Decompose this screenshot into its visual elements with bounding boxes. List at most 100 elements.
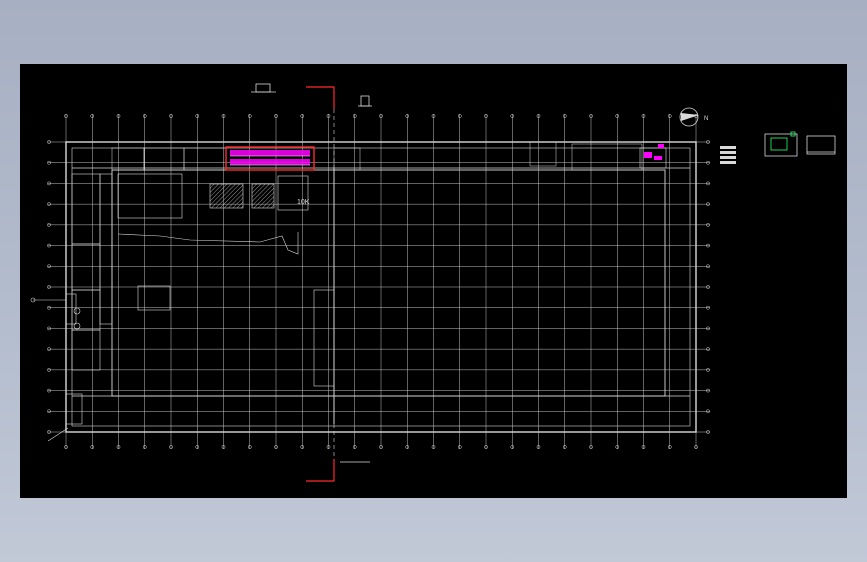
grid-bubble xyxy=(47,264,51,269)
north-room xyxy=(333,147,361,171)
office-room-large xyxy=(117,173,183,219)
grid-bubble xyxy=(64,114,68,118)
center-room xyxy=(137,285,171,311)
hatched-equipment-b xyxy=(251,183,275,209)
grid-bubble xyxy=(457,114,462,118)
grid-bubble xyxy=(457,445,462,449)
grid-bubble xyxy=(706,140,710,144)
north-room xyxy=(111,147,145,171)
grid-bubble xyxy=(116,114,121,118)
grid-bubble xyxy=(195,445,200,449)
grid-bubble xyxy=(706,160,710,165)
grid-bubble xyxy=(615,114,620,118)
grid-bubble xyxy=(536,114,541,118)
grid-bubble xyxy=(536,445,541,449)
grid-bubble xyxy=(64,445,68,449)
grid-bubble xyxy=(142,445,147,449)
grid-bubble xyxy=(589,445,593,449)
grid-bubble xyxy=(47,285,51,289)
top-title-symbol xyxy=(251,83,372,107)
grid-bubble xyxy=(169,445,173,449)
grid-bubble xyxy=(300,114,305,118)
hatched-equipment-a xyxy=(209,183,244,209)
grid-bubble xyxy=(47,388,51,393)
office-block xyxy=(117,173,335,387)
north-room xyxy=(529,141,557,167)
grid-bubble xyxy=(47,326,51,331)
sw-leader xyxy=(47,427,69,442)
grid-bubble xyxy=(641,445,646,449)
east-column-box xyxy=(313,289,335,387)
grid-bubble xyxy=(706,388,710,393)
grid-bubble xyxy=(116,445,121,449)
grid-bubble xyxy=(484,445,488,449)
grid-bubble xyxy=(694,445,698,449)
grid-bubble xyxy=(706,202,710,206)
legend xyxy=(720,146,736,164)
grid-bubble xyxy=(706,326,710,331)
grid-bubble xyxy=(326,114,331,118)
grid-bubble xyxy=(274,114,278,118)
grid-bubble xyxy=(47,409,51,414)
ne-corner-detail xyxy=(639,144,667,169)
highlighted-strip xyxy=(225,146,315,171)
grid-bubble xyxy=(641,114,646,118)
grid-bubble xyxy=(615,445,620,449)
west-room-1 xyxy=(71,173,101,245)
grid-bubble xyxy=(195,114,200,118)
grid-bubble xyxy=(706,409,710,414)
grid-bubble xyxy=(431,114,436,118)
grid-bubble xyxy=(706,243,710,248)
grid-bubble xyxy=(90,114,95,118)
grid-bubble xyxy=(352,114,357,118)
equipment-room xyxy=(277,175,309,211)
grid-bubble xyxy=(247,114,252,118)
grid-bubbles xyxy=(47,114,710,449)
grid-bubble xyxy=(706,347,710,351)
grid-bubble xyxy=(431,445,436,449)
grid-bubble xyxy=(706,264,710,269)
grid-bubble xyxy=(379,114,383,118)
key-plan xyxy=(764,131,836,157)
north-room xyxy=(571,143,643,171)
grid-bubble xyxy=(562,114,567,118)
west-rooms xyxy=(30,173,113,425)
grid-bubble xyxy=(47,202,51,206)
grid-bubble xyxy=(47,160,51,165)
grid-bubble xyxy=(47,181,51,186)
grid-bubble xyxy=(706,305,710,310)
column-grid-lines xyxy=(48,114,710,449)
north-room xyxy=(183,147,227,171)
grid-bubble xyxy=(221,114,226,118)
grid-bubble xyxy=(142,114,147,118)
grid-bubble xyxy=(706,430,710,434)
grid-bubble xyxy=(90,445,95,449)
north-arrow: N xyxy=(679,107,708,127)
grid-bubble xyxy=(300,445,305,449)
grid-bubble xyxy=(562,445,567,449)
grid-bubble xyxy=(169,114,173,118)
grid-bubble xyxy=(484,114,488,118)
label-10k: 10K xyxy=(297,199,310,206)
cad-drawing-viewport[interactable]: 10K N xyxy=(20,64,847,498)
grid-bubble xyxy=(589,114,593,118)
grid-bubble xyxy=(379,445,383,449)
office-partition xyxy=(117,232,299,255)
grid-bubble xyxy=(221,445,226,449)
grid-bubble xyxy=(667,445,672,449)
grid-bubble xyxy=(667,114,672,118)
grid-bubble xyxy=(47,243,51,248)
stair-circle xyxy=(73,307,81,315)
west-room-7 xyxy=(65,393,83,425)
west-room-4 xyxy=(65,293,77,325)
grid-bubble xyxy=(274,445,278,449)
north-rooms xyxy=(111,141,643,171)
stair-circle xyxy=(73,322,81,330)
grid-bubble xyxy=(47,305,51,310)
north-label: N xyxy=(704,116,708,122)
grid-bubble xyxy=(706,285,710,289)
floor-plan-svg: 10K N xyxy=(30,83,836,482)
grid-bubble xyxy=(47,430,51,434)
grid-bubble xyxy=(47,140,51,144)
grid-bubble xyxy=(706,181,710,186)
